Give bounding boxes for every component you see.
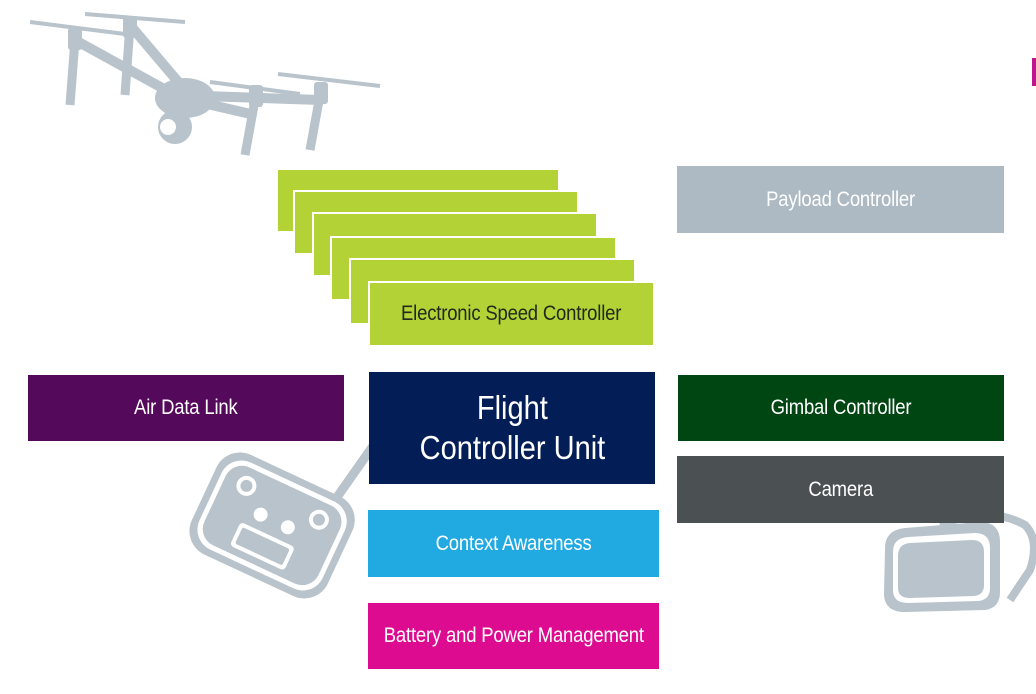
gimbal-controller-label: Gimbal Controller	[770, 396, 912, 419]
edge-accent-mark	[1032, 58, 1036, 86]
context-awareness-block: Context Awareness	[368, 510, 659, 577]
fcu-label-line2: Controller Unit	[419, 429, 605, 466]
remote-controller-icon	[189, 431, 385, 599]
esc-label: Electronic Speed Controller	[401, 302, 622, 325]
gimbal-controller-block: Gimbal Controller	[678, 375, 1004, 441]
flight-controller-unit-block: Flight Controller Unit	[369, 372, 655, 484]
fcu-label-line1: Flight	[476, 389, 548, 426]
battery-power-label: Battery and Power Management	[383, 624, 644, 647]
vr-headset-icon	[884, 511, 1036, 612]
battery-power-block: Battery and Power Management	[368, 603, 659, 669]
camera-label: Camera	[808, 477, 873, 501]
air-data-link-label: Air Data Link	[134, 396, 238, 419]
context-awareness-label: Context Awareness	[435, 531, 592, 555]
drone-icon	[29, 12, 381, 156]
payload-controller-label: Payload Controller	[766, 187, 915, 211]
camera-block: Camera	[677, 456, 1004, 523]
air-data-link-block: Air Data Link	[28, 375, 344, 441]
payload-controller-block: Payload Controller	[677, 166, 1004, 233]
esc-block: Electronic Speed Controller	[368, 281, 653, 345]
